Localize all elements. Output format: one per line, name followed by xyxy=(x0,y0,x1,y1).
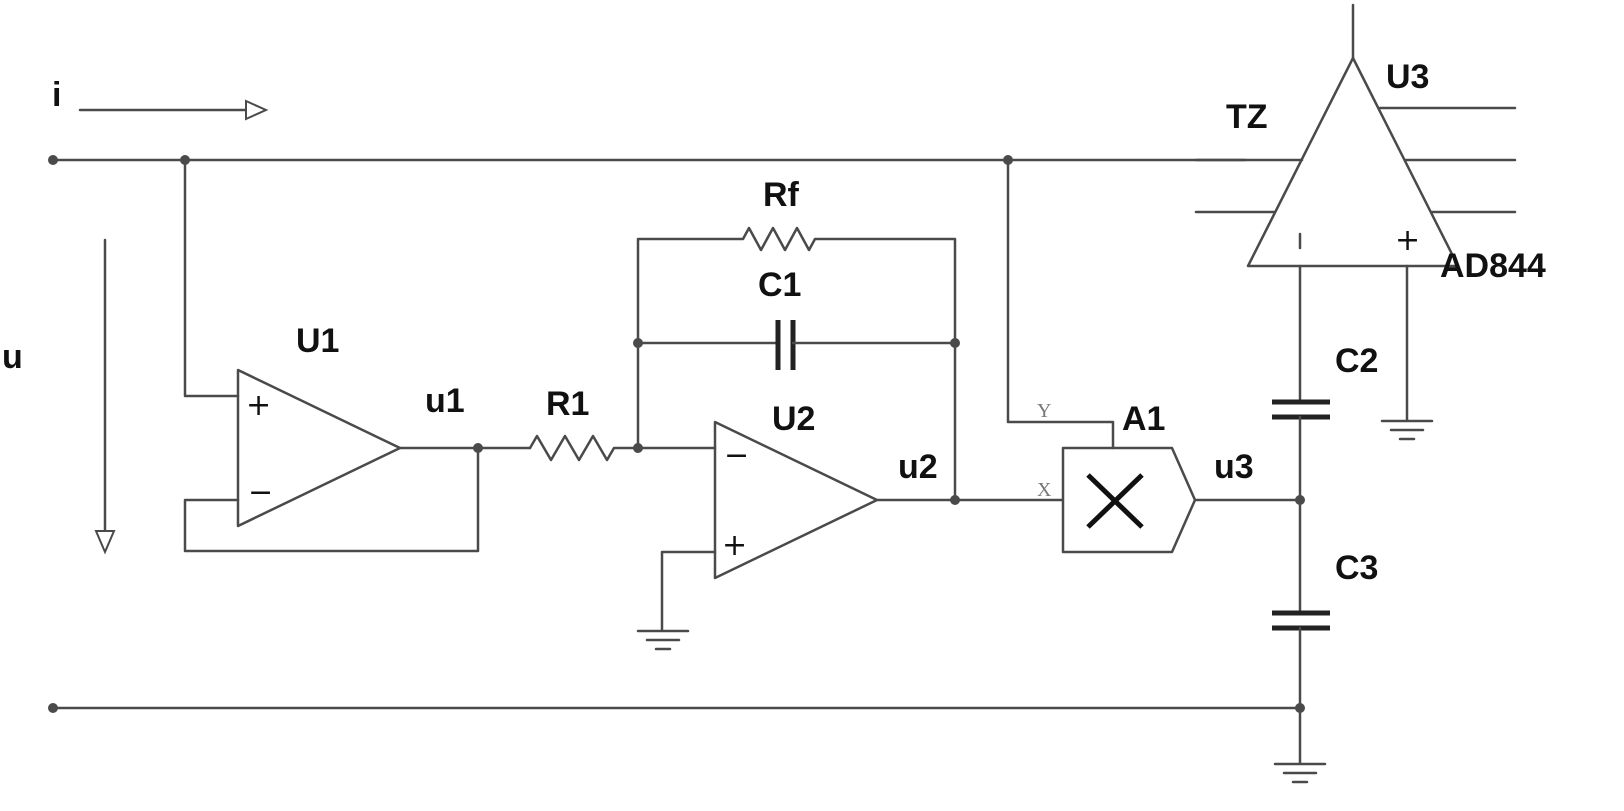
C3-label: C3 xyxy=(1335,549,1378,587)
current-label: i xyxy=(52,76,61,114)
input-terminal-top xyxy=(48,155,58,165)
capacitor-C3 xyxy=(1272,500,1330,763)
u3-node-label: u3 xyxy=(1214,448,1254,486)
u2-node-label: u2 xyxy=(898,448,938,486)
junction-node xyxy=(473,443,483,453)
u1-node-label: u1 xyxy=(425,382,465,420)
A1-Y-pin: Y xyxy=(1037,400,1051,422)
ground-symbol xyxy=(638,631,688,649)
A1-label: A1 xyxy=(1122,400,1165,438)
AD844-label: AD844 xyxy=(1440,247,1546,285)
input-terminal-bottom xyxy=(48,703,58,713)
ground-symbol xyxy=(1382,421,1432,439)
A1-X-pin: X xyxy=(1037,479,1052,501)
resistor-R1 xyxy=(530,436,643,460)
R1-label: R1 xyxy=(546,385,589,423)
opamp-U2 xyxy=(638,343,1063,630)
U1-minus-pin: − xyxy=(248,475,273,510)
U2-minus-pin: − xyxy=(724,438,749,473)
U2-label: U2 xyxy=(772,400,815,438)
TZ-label: TZ xyxy=(1226,98,1268,136)
capacitor-C2 xyxy=(1272,266,1330,500)
C1-label: C1 xyxy=(758,266,801,304)
U1-plus-pin: + xyxy=(246,388,271,423)
junction-node xyxy=(950,495,960,505)
junction-node xyxy=(633,338,643,348)
U3-label: U3 xyxy=(1386,58,1429,96)
top-rail xyxy=(48,155,1245,165)
C2-label: C2 xyxy=(1335,342,1378,380)
current-arrow xyxy=(80,101,266,119)
voltage-label: u xyxy=(2,338,23,376)
ground-symbol xyxy=(1275,764,1325,782)
bottom-rail xyxy=(48,703,1305,713)
multiplier-A1 xyxy=(1008,160,1305,552)
U3-plus-pin: + xyxy=(1395,223,1420,258)
U1-label: U1 xyxy=(296,322,339,360)
capacitor-C1 xyxy=(633,320,960,370)
opamp-U1 xyxy=(185,160,530,551)
Rf-label: Rf xyxy=(763,176,800,214)
U2-plus-pin: + xyxy=(722,528,747,563)
voltage-arrow xyxy=(96,240,114,552)
